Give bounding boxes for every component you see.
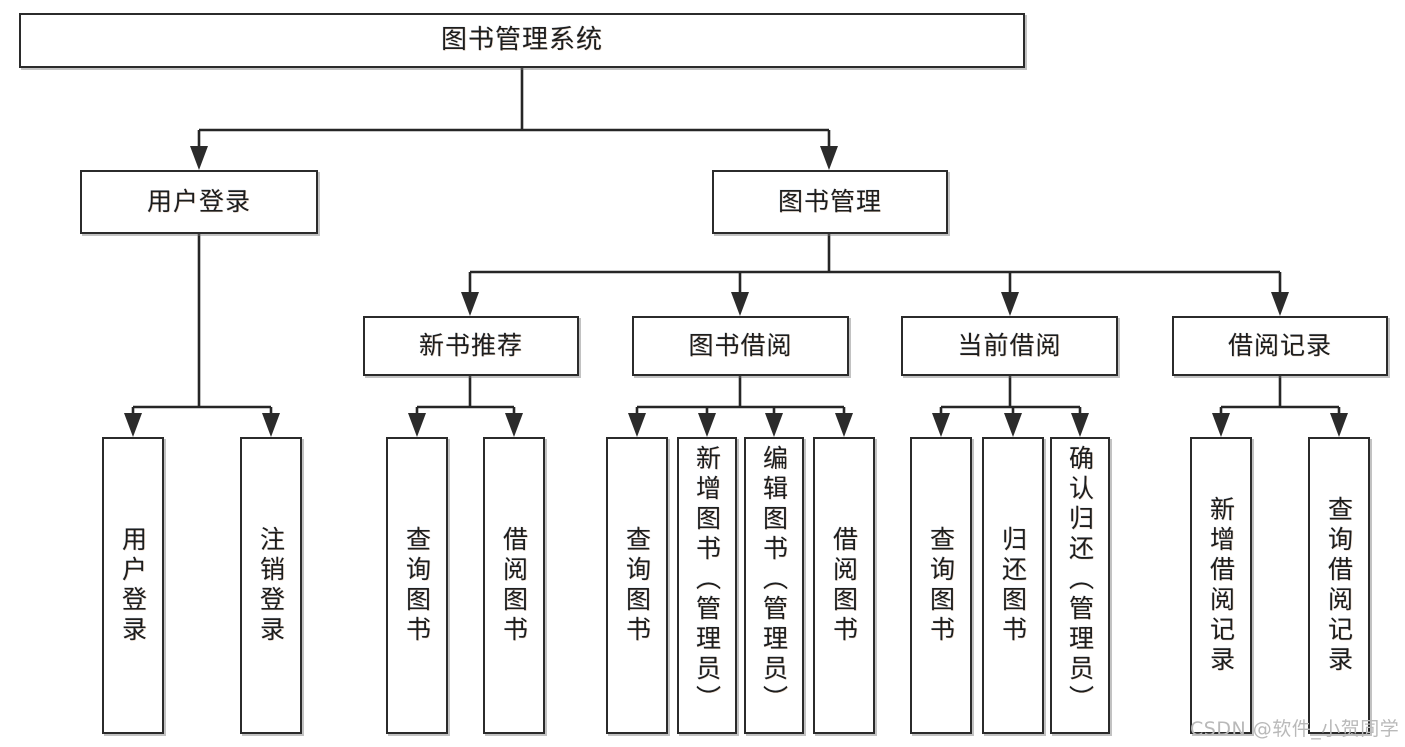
leaf-add-borrow-record[interactable]: 新增借阅记录 xyxy=(1190,437,1252,734)
leaf-logout[interactable]: 注销登录 xyxy=(240,437,302,734)
node-label: 借阅图书 xyxy=(829,525,859,646)
node-label: 编辑图书（管理员） xyxy=(759,445,789,715)
leaf-query-borrow-record[interactable]: 查询借阅记录 xyxy=(1308,437,1370,734)
node-new-book-recommend[interactable]: 新书推荐 xyxy=(363,316,579,376)
arrowhead-to-leaf-logout xyxy=(262,413,280,437)
node-label: 用户登录 xyxy=(146,187,251,216)
node-label: 查询图书 xyxy=(622,525,652,646)
arrowhead-to-current-borrow xyxy=(1001,292,1019,316)
node-label: 图书管理 xyxy=(777,187,882,216)
edge-currentborrow-bus xyxy=(939,376,1082,419)
node-label: 当前借阅 xyxy=(957,331,1062,360)
arrowhead-to-leaf-return-book xyxy=(1004,413,1022,437)
leaf-user-login[interactable]: 用户登录 xyxy=(102,437,164,734)
node-label: 借阅图书 xyxy=(499,525,529,646)
node-label: 新增图书（管理员） xyxy=(692,445,722,715)
node-book-management[interactable]: 图书管理 xyxy=(712,170,948,234)
arrowhead-to-book-manage xyxy=(820,146,838,170)
arrowhead-to-leaf-query-record xyxy=(1330,413,1348,437)
arrowhead-to-leaf-query-book-3 xyxy=(932,413,950,437)
leaf-borrow-book-borrow[interactable]: 借阅图书 xyxy=(813,437,875,734)
edge-root-bus xyxy=(197,68,831,152)
node-current-borrow[interactable]: 当前借阅 xyxy=(901,316,1118,376)
leaf-add-book-admin[interactable]: 新增图书（管理员） xyxy=(677,437,737,734)
arrowhead-to-leaf-query-book-1 xyxy=(408,413,426,437)
node-label: 图书借阅 xyxy=(688,331,793,360)
node-label: 注销登录 xyxy=(256,525,286,646)
node-label: 查询借阅记录 xyxy=(1324,495,1354,676)
arrowhead-to-leaf-confirm-return xyxy=(1071,413,1089,437)
arrowhead-to-leaf-add-book xyxy=(698,413,716,437)
arrowhead-to-leaf-edit-book xyxy=(765,413,783,437)
arrowhead-to-leaf-add-record xyxy=(1212,413,1230,437)
edge-bookmanage-bus xyxy=(468,234,1282,298)
leaf-borrow-book-newbook[interactable]: 借阅图书 xyxy=(483,437,545,734)
arrowhead-to-leaf-borrow-book-2 xyxy=(835,413,853,437)
node-borrow-record[interactable]: 借阅记录 xyxy=(1172,316,1388,376)
csdn-watermark: CSDN @软件_小贺同学 xyxy=(1190,718,1400,740)
node-user-login[interactable]: 用户登录 xyxy=(80,170,318,234)
arrowhead-to-leaf-borrow-book-1 xyxy=(505,413,523,437)
leaf-query-book-current[interactable]: 查询图书 xyxy=(910,437,972,734)
node-label: 借阅记录 xyxy=(1227,331,1332,360)
node-label: 查询图书 xyxy=(402,525,432,646)
leaf-query-book-newbook[interactable]: 查询图书 xyxy=(386,437,448,734)
leaf-edit-book-admin[interactable]: 编辑图书（管理员） xyxy=(744,437,804,734)
node-label: 新增借阅记录 xyxy=(1206,495,1236,676)
arrowhead-to-leaf-query-book-2 xyxy=(628,413,646,437)
node-book-borrow[interactable]: 图书借阅 xyxy=(632,316,849,376)
edge-bookborrow-bus xyxy=(635,376,846,419)
node-label: 归还图书 xyxy=(998,525,1028,646)
edge-userlogin-bus xyxy=(131,234,273,419)
node-label: 图书管理系统 xyxy=(440,24,603,55)
arrowhead-to-borrow-book xyxy=(731,292,749,316)
edge-borrowrecord-bus xyxy=(1219,376,1341,419)
arrowhead-to-user-login xyxy=(190,146,208,170)
leaf-confirm-return-admin[interactable]: 确认归还（管理员） xyxy=(1050,437,1110,734)
node-label: 新书推荐 xyxy=(418,331,523,360)
node-root-system[interactable]: 图书管理系统 xyxy=(19,13,1025,68)
node-label: 查询图书 xyxy=(926,525,956,646)
node-label: 确认归还（管理员） xyxy=(1065,445,1095,715)
edge-newbook-bus xyxy=(415,376,516,419)
leaf-query-book-borrow[interactable]: 查询图书 xyxy=(606,437,668,734)
arrowhead-to-leaf-user-login xyxy=(124,413,142,437)
arrowhead-to-new-book xyxy=(461,292,479,316)
arrowhead-to-borrow-record xyxy=(1271,292,1289,316)
node-label: 用户登录 xyxy=(118,525,148,646)
leaf-return-book[interactable]: 归还图书 xyxy=(982,437,1044,734)
